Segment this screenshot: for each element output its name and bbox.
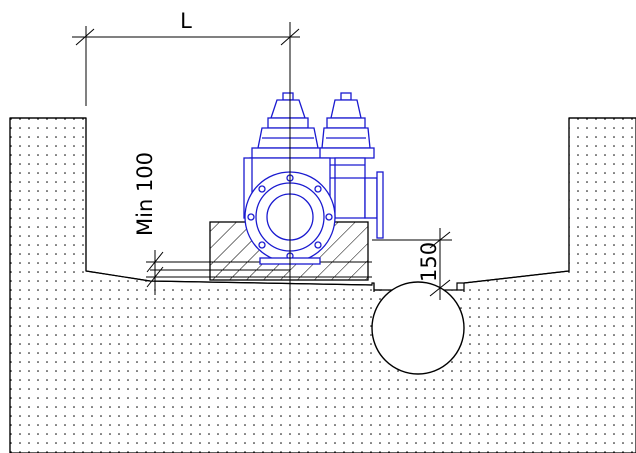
length-dimension-label: L (180, 9, 192, 33)
pipe-icon (371, 281, 465, 375)
pipe-dimension-label: 150 (417, 242, 441, 282)
dimension-length (72, 26, 300, 106)
min-cover-dimension-label: Min 100 (133, 152, 157, 236)
center-lines (289, 22, 452, 316)
trench-outline (9, 117, 636, 453)
gate-valve-icon (243, 92, 384, 265)
pipe-connector (373, 283, 465, 292)
dimension-min-cover (146, 250, 164, 295)
dimension-pipe (429, 228, 451, 300)
